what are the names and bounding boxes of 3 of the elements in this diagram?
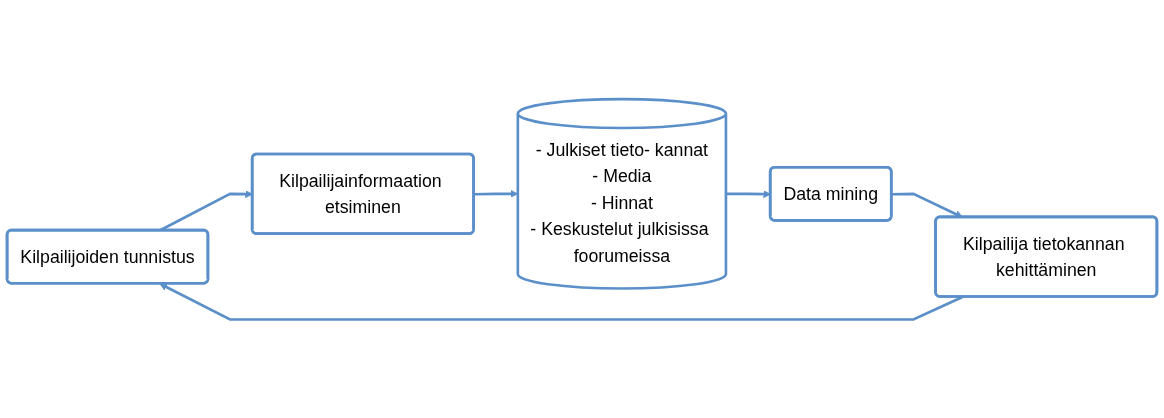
arrow [725, 189, 771, 198]
arrow [473, 189, 519, 198]
arrow [159, 283, 964, 321]
